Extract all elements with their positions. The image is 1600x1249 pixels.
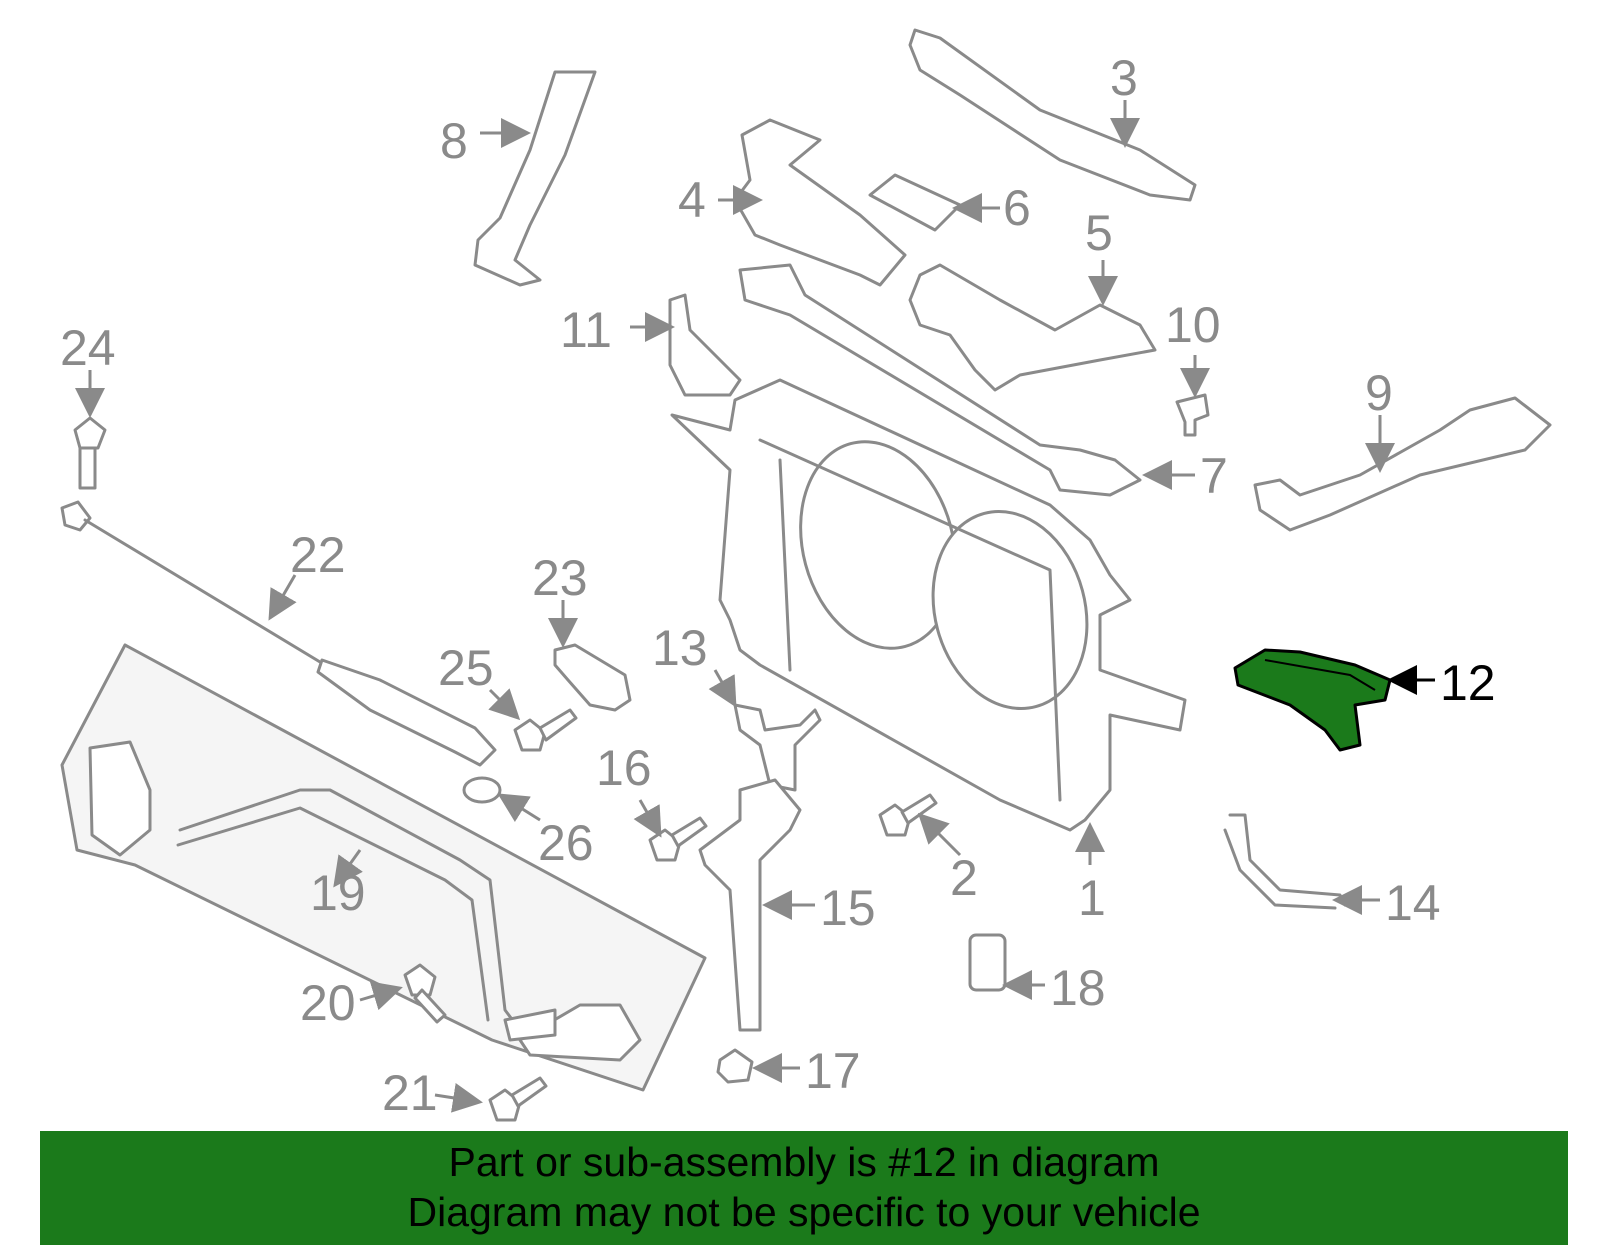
callout-24: 24 [60,320,116,376]
callout-18: 18 [1050,960,1106,1016]
callout-20: 20 [300,975,356,1031]
callout-15: 15 [820,880,876,936]
callout-25: 25 [438,640,494,696]
callout-8: 8 [440,113,468,169]
banner-line-2: Diagram may not be specific to your vehi… [407,1189,1201,1235]
part-17-nut [716,1048,754,1084]
part-9-side-member [1253,396,1552,532]
callout-7: 7 [1200,448,1228,504]
part-11-bracket [668,293,742,397]
banner-line-1: Part or sub-assembly is #12 in diagram [448,1139,1160,1185]
callout-9: 9 [1365,365,1393,421]
part-16-bolt [648,816,708,862]
callout-22: 22 [290,527,346,583]
callout-21: 21 [382,1065,438,1121]
callout-12: 12 [1440,655,1496,711]
part-20-bolt [403,963,447,1024]
part-24-bolt [73,416,107,490]
callout-4: 4 [678,172,706,228]
callout-1: 1 [1078,870,1106,926]
parts-diagram: 1 2 3 4 5 6 7 8 9 10 11 12 13 14 15 16 1… [60,28,1552,1122]
info-banner: Part or sub-assembly is #12 in diagram D… [40,1131,1568,1245]
callout-17: 17 [805,1043,861,1099]
part-15-bracket [698,778,802,1032]
callout-2: 2 [950,850,978,906]
part-19-undercover [60,643,707,1092]
part-18-clip [968,933,1007,992]
part-10-clip [1175,393,1210,437]
leader-arrows [75,100,1435,1113]
callout-10: 10 [1165,297,1221,353]
callout-3: 3 [1110,50,1138,106]
part-3-reinforcement [908,28,1197,202]
part-5-bracket [908,263,1157,392]
part-13-bracket [733,703,822,792]
part-26-grommet [462,776,502,804]
callout-19: 19 [310,865,366,921]
callout-5: 5 [1085,205,1113,261]
part-6-plate [868,173,962,232]
part-22-strut [60,500,497,767]
part-2-bolt [878,793,938,837]
part-23-latch [553,643,632,712]
part-7-upper-support [738,263,1142,497]
callout-16: 16 [596,740,652,796]
part-14-bracket [1223,813,1347,910]
callout-14: 14 [1385,875,1441,931]
callout-11: 11 [560,302,612,358]
callout-26: 26 [538,815,594,871]
part-1-radiator-support [670,378,1187,832]
part-12-highlighted [1233,648,1392,752]
callout-13: 13 [652,620,708,676]
part-4-bracket [733,118,907,287]
part-21-bolt [488,1076,548,1122]
callout-6: 6 [1003,180,1031,236]
callout-labels: 1 2 3 4 5 6 7 8 9 10 11 12 13 14 15 16 1… [60,50,1496,1121]
part-25-bolt [513,708,578,752]
callout-23: 23 [532,550,588,606]
part-8-bracket [473,70,597,287]
